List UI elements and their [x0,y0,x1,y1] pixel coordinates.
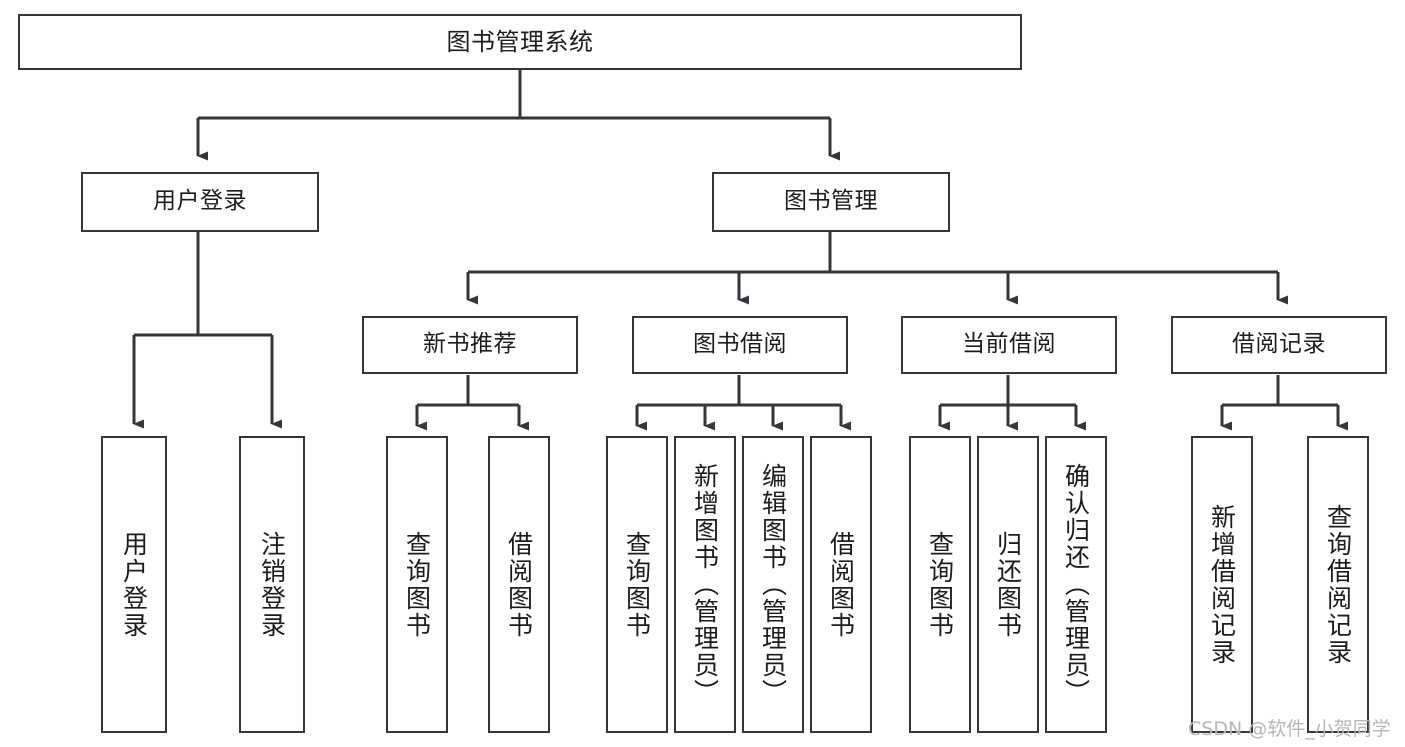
node-leaf-edit-book-label: 编辑图书（管理员） [758,463,788,706]
node-leaf-borrow-book-2[interactable]: 借阅图书 [810,436,872,733]
node-leaf-query-book-2-label: 查询图书 [622,530,652,639]
node-leaf-query-book-2[interactable]: 查询图书 [606,436,668,733]
node-leaf-confirm-return-label: 确认归还（管理员） [1061,463,1091,706]
node-book-borrow[interactable]: 图书借阅 [632,316,848,374]
node-leaf-return-book-label: 归还图书 [993,530,1023,639]
node-leaf-user-logout[interactable]: 注销登录 [239,436,305,733]
node-leaf-borrow-book-2-label: 借阅图书 [826,530,856,639]
node-leaf-add-record-label: 新增借阅记录 [1207,503,1237,666]
node-leaf-query-book-1-label: 查询图书 [402,530,432,639]
node-root[interactable]: 图书管理系统 [18,14,1022,70]
node-leaf-return-book[interactable]: 归还图书 [977,436,1039,733]
node-book-manage[interactable]: 图书管理 [712,172,950,232]
node-leaf-query-book-3[interactable]: 查询图书 [909,436,971,733]
node-leaf-add-book[interactable]: 新增图书（管理员） [674,436,736,733]
node-leaf-add-record[interactable]: 新增借阅记录 [1191,436,1253,733]
node-root-label: 图书管理系统 [446,27,594,56]
node-user-login-label: 用户登录 [153,188,247,215]
node-leaf-user-login[interactable]: 用户登录 [101,436,167,733]
node-leaf-borrow-book-1[interactable]: 借阅图书 [488,436,550,733]
node-current-borrow[interactable]: 当前借阅 [901,316,1117,374]
node-new-book-recommend[interactable]: 新书推荐 [362,316,578,374]
node-borrow-record-label: 借阅记录 [1232,331,1326,358]
node-leaf-query-book-3-label: 查询图书 [925,530,955,639]
node-leaf-borrow-book-1-label: 借阅图书 [504,530,534,639]
node-leaf-query-record[interactable]: 查询借阅记录 [1307,436,1369,733]
node-book-manage-label: 图书管理 [784,188,878,215]
node-leaf-query-record-label: 查询借阅记录 [1323,503,1353,666]
node-leaf-confirm-return[interactable]: 确认归还（管理员） [1045,436,1107,733]
node-new-book-recommend-label: 新书推荐 [423,331,517,358]
node-user-login[interactable]: 用户登录 [81,172,319,232]
watermark: CSDN @软件_小贺同学 [1188,718,1391,740]
node-leaf-add-book-label: 新增图书（管理员） [690,463,720,706]
node-leaf-edit-book[interactable]: 编辑图书（管理员） [742,436,804,733]
node-current-borrow-label: 当前借阅 [962,331,1056,358]
node-book-borrow-label: 图书借阅 [693,331,787,358]
node-leaf-query-book-1[interactable]: 查询图书 [386,436,448,733]
node-leaf-user-login-label: 用户登录 [119,530,149,639]
node-borrow-record[interactable]: 借阅记录 [1171,316,1387,374]
node-leaf-user-logout-label: 注销登录 [257,530,287,639]
